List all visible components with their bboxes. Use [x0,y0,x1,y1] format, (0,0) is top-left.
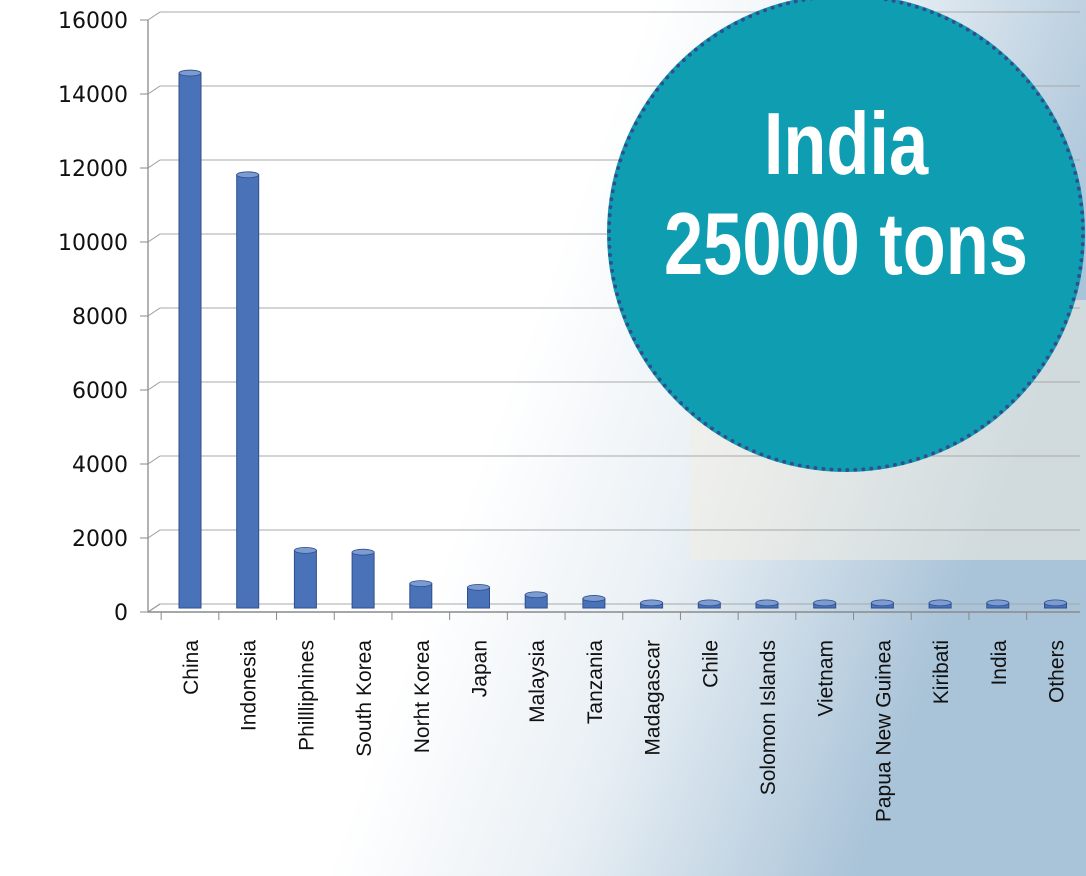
y-tick-label: 8000 [72,305,128,330]
x-tick-label: Chile [699,640,722,688]
x-tick-label: Japan [469,640,492,697]
badge-line-1: India [763,94,929,193]
bar-top [582,595,606,602]
x-tick-label: Norht Korea [411,640,434,754]
y-tick-label: 12000 [58,157,128,182]
badge-line-2: 25000 tons [664,194,1028,293]
bar-top [293,546,317,554]
bar-top [755,599,779,607]
bar-top [178,69,202,77]
gridline-diagonal [147,381,161,391]
bar-top [697,599,721,607]
y-tick-label: 14000 [58,83,128,108]
gridline-diagonal [147,455,161,465]
gridline-diagonal [147,159,161,169]
y-tick-label: 0 [114,601,128,626]
bar [351,551,375,609]
x-tick-label: Indonesia [238,640,261,731]
gridline-diagonal [147,307,161,317]
bar-top [524,591,548,599]
y-tick-label: 10000 [58,231,128,256]
bar-top [813,599,837,607]
y-tick-label: 16000 [58,9,128,34]
bar [409,583,433,609]
bar-top [236,171,260,179]
bar-top [351,548,375,556]
gridline-diagonal [147,529,161,539]
bar-top [871,599,894,607]
bar [178,72,202,609]
bar-top [409,580,433,588]
bar-top [640,599,663,607]
x-tick-label: India [988,640,1011,686]
y-tick-label: 2000 [72,527,128,552]
x-tick-label: Papua New Guinea [872,640,895,822]
x-tick-label: South Korea [353,640,376,757]
x-tick-label: Vietnam [815,640,838,717]
gridline-diagonal [147,11,161,21]
badge-text: India 25000 tons [658,94,1034,294]
bar [236,174,260,609]
x-tick-label: Others [1046,640,1069,703]
y-tick-label: 4000 [72,453,128,478]
x-tick-label: Kiribati [930,640,953,704]
bar-top [467,583,490,591]
gridline-diagonal [147,603,161,613]
x-tick-label: Malaysia [526,640,549,723]
x-tick-label: Tanzania [584,640,607,724]
bar-top [1044,599,1067,607]
highlight-badge: India 25000 tons [607,0,1085,472]
gridline-diagonal [147,233,161,243]
x-tick-label: Solomon Islands [757,640,780,795]
gridline-diagonal [147,85,161,95]
bar-top [986,599,1010,607]
y-tick-label: 6000 [72,379,128,404]
x-tick-label: China [180,640,203,695]
bar-top [928,599,952,607]
x-tick-label: Madagascar [642,640,665,756]
x-tick-label: Phillliphines [295,640,318,751]
bar [293,549,317,609]
